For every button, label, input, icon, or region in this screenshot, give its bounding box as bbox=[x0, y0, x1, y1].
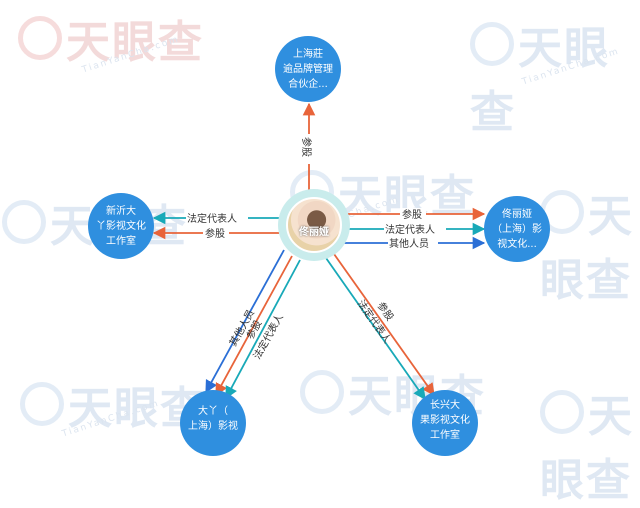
relationship-graph: 天眼查 天眼查 天眼查 天眼查 天眼查 天眼查 天眼查 天眼查 TianYanC… bbox=[2, 6, 632, 506]
node-line: （上海）影 bbox=[492, 223, 542, 235]
node-line: 长兴大 bbox=[430, 400, 460, 411]
watermark-ring-icon bbox=[300, 370, 344, 414]
watermark-ring-icon bbox=[470, 22, 514, 66]
person-avatar bbox=[286, 197, 342, 253]
edge-label: 参股 bbox=[205, 227, 225, 240]
edge-label: 其他人员 bbox=[389, 237, 429, 250]
company-node-bottom-left[interactable]: 大丫（ 上海）影视 bbox=[180, 390, 246, 456]
edge-label: 参股 bbox=[300, 137, 313, 157]
node-line: 果影视文化 bbox=[420, 415, 470, 426]
company-node-top[interactable]: 上海莊 逾品牌管理 合伙企... bbox=[275, 36, 341, 102]
node-line: 工作室 bbox=[106, 235, 136, 247]
company-node-right[interactable]: 佟丽娅 （上海）影 视文化... bbox=[484, 196, 550, 262]
watermark-ring-icon bbox=[2, 200, 46, 244]
person-name: 佟丽娅 bbox=[299, 227, 329, 238]
edge-shareholding-bottom-left bbox=[215, 255, 293, 397]
edge-shareholding-bottom-right bbox=[333, 253, 435, 397]
node-line: 佟丽娅 bbox=[502, 208, 532, 220]
watermark-ring-icon bbox=[20, 382, 64, 426]
watermark-ring-icon bbox=[18, 16, 62, 60]
edge-other-staff-bottom-left bbox=[205, 249, 285, 394]
watermark-logo: 天眼查 bbox=[20, 372, 206, 436]
edge-legal-rep-bottom-right bbox=[325, 257, 426, 401]
node-line: 工作室 bbox=[430, 430, 460, 441]
node-line: 视文化... bbox=[497, 238, 537, 250]
watermark-logo: 天眼查 bbox=[18, 6, 204, 70]
edge-label: 参股 bbox=[402, 208, 422, 221]
edge-legal-rep-bottom-left bbox=[225, 259, 301, 400]
node-line: 合伙企... bbox=[288, 78, 328, 90]
node-line: 上海莊 bbox=[293, 48, 323, 60]
node-line: 新沂大 bbox=[106, 205, 136, 217]
edges-layer: 参股 法定代表人 参股 参股 法定代表人 其他人员 其他人员 参股 法定代表人 … bbox=[152, 102, 486, 401]
edge-label: 法定代表人 bbox=[187, 212, 237, 225]
node-line: 丫影视文化 bbox=[96, 220, 146, 232]
node-line: 上海）影视 bbox=[188, 421, 238, 432]
node-line: 逾品牌管理 bbox=[283, 63, 333, 75]
watermark-logo: 天眼查 bbox=[470, 22, 610, 138]
edge-label: 法定代表人 bbox=[385, 223, 435, 236]
watermark-ring-icon bbox=[540, 390, 584, 434]
company-node-bottom-right[interactable]: 长兴大 果影视文化 工作室 bbox=[412, 390, 478, 456]
person-node-center[interactable]: 佟丽娅 bbox=[278, 189, 350, 261]
node-line: 大丫（ bbox=[198, 406, 228, 417]
company-node-left[interactable]: 新沂大 丫影视文化 工作室 bbox=[88, 193, 154, 259]
